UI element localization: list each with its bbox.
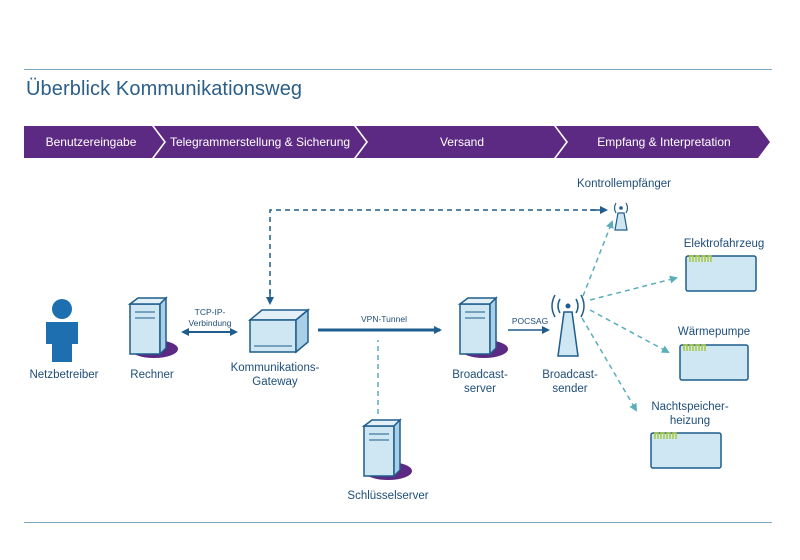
label-vpn-tunnel: VPN-Tunnel (361, 314, 407, 324)
broadcast-to-elektrofahrzeug-line (589, 275, 678, 301)
device-elektrofahrzeug-icon (685, 255, 757, 292)
top-rule (24, 69, 772, 70)
server-icon-rechner (127, 296, 178, 358)
broadcast-to-nachtspeicher-line (581, 317, 638, 412)
phase-bar: Benutzereingabe Telegrammerstellung & Si… (24, 126, 774, 158)
label-schluesselserver: Schlüsselserver (347, 490, 429, 502)
control-receiver-antenna-icon (613, 202, 629, 231)
phase-versand: Versand (439, 135, 485, 149)
broadcast-tower-icon (551, 294, 585, 357)
label-pocsag: POCSAG (511, 316, 549, 326)
phase-shape-3 (356, 126, 566, 158)
label-gateway-line2: Gateway (252, 376, 298, 388)
label-nachtspeicher-line2: heizung (669, 415, 711, 427)
broadcast-to-waermepumpe-line (589, 309, 670, 353)
broadcast-to-control-line (582, 220, 614, 297)
label-netzbetreiber: Netzbetreiber (29, 369, 99, 381)
label-broadcast-server-line2: server (464, 383, 496, 395)
person-icon (46, 299, 78, 362)
page-title: Überblick Kommunikationsweg (26, 78, 303, 100)
label-tcp-line2: Verbindung (188, 318, 232, 328)
server-icon-schluessel (361, 418, 412, 480)
control-feedback-line (269, 209, 598, 303)
label-gateway-line1: Kommunikations- (230, 362, 320, 374)
phase-telegrammerstellung: Telegrammerstellung & Sicherung (169, 135, 351, 149)
label-kontrollempfaenger: Kontrollempfänger (577, 178, 671, 190)
bottom-rule (24, 522, 772, 523)
phase-empfang: Empfang & Interpretation (597, 135, 731, 149)
label-broadcast-sender-line2: sender (552, 383, 588, 395)
phase-shape-4 (556, 126, 770, 158)
label-tcp-line1: TCP-IP- (194, 307, 226, 317)
phase-shape-2 (154, 126, 366, 158)
device-nachtspeicher-icon (650, 432, 722, 469)
label-broadcast-sender-line1: Broadcast- (542, 369, 598, 381)
phase-benutzereingabe: Benutzereingabe (45, 135, 137, 149)
label-nachtspeicher-line1: Nachtspeicher- (651, 401, 729, 413)
phase-shape-1 (24, 126, 164, 158)
device-waermepumpe-icon (679, 344, 749, 381)
gateway-device-icon (247, 308, 311, 354)
phase-bar-shape (24, 126, 770, 158)
server-icon-broadcast (457, 296, 508, 358)
label-rechner: Rechner (130, 369, 174, 381)
label-broadcast-server-line1: Broadcast- (452, 369, 508, 381)
label-elektrofahrzeug: Elektrofahrzeug (683, 238, 765, 250)
label-waermepumpe: Wärmepumpe (677, 326, 751, 338)
